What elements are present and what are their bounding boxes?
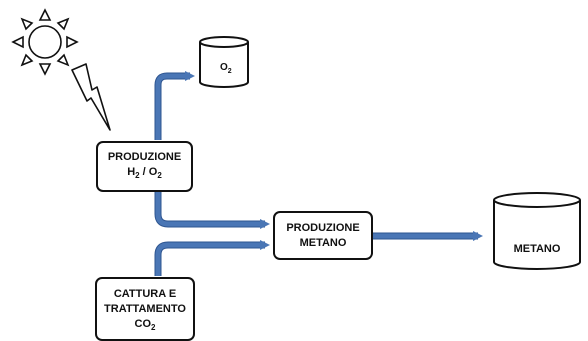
arrow-prod-to-o2 — [154, 71, 195, 140]
sun-icon — [11, 8, 79, 76]
node-cattura-co2-line3: CO2 — [134, 318, 156, 333]
node-cattura-co2: CATTURA E TRATTAMENTO CO2 — [95, 277, 195, 341]
metano-tank: METANO — [493, 192, 581, 270]
node-produzione-metano-line2: METANO — [299, 236, 347, 249]
node-produzione-metano: PRODUZIONE METANO — [273, 211, 373, 260]
node-produzione-h2-o2: PRODUZIONE H2 / O2 — [96, 141, 193, 192]
node-cattura-co2-line2: TRATTAMENTO — [104, 303, 186, 315]
o2-tank: O2 — [199, 36, 249, 88]
metano-tank-label: METANO — [514, 243, 561, 255]
arrow-prod-to-metano — [154, 192, 270, 229]
node-produzione-h2-o2-line1: PRODUZIONE — [107, 150, 182, 163]
node-produzione-h2-o2-line2: H2 / O2 — [127, 165, 162, 181]
node-cattura-co2-line1: CATTURA E — [113, 288, 177, 300]
node-produzione-metano-line1: PRODUZIONE — [286, 221, 360, 234]
o2-tank-label: O2 — [220, 62, 232, 75]
arrow-cattura-to-metano — [154, 240, 270, 276]
lightning-icon — [71, 63, 111, 131]
